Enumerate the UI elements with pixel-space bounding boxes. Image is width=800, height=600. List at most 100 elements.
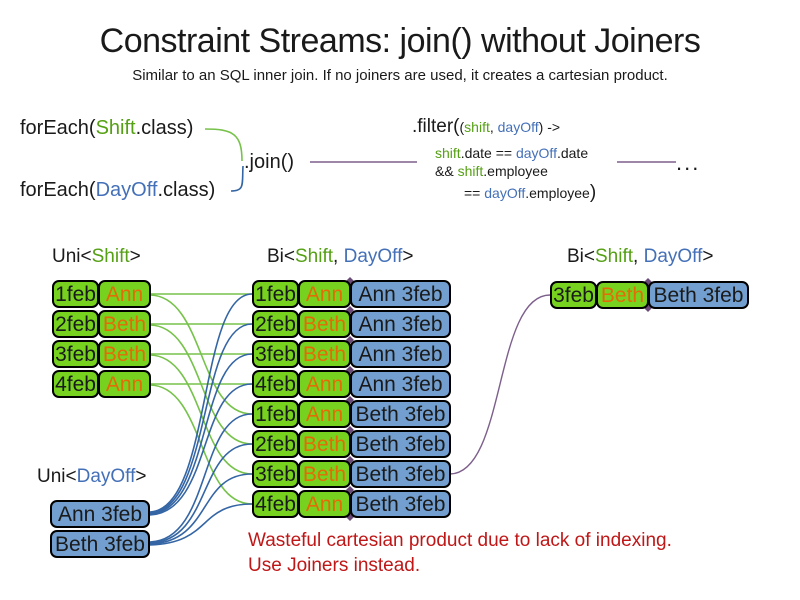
uni-dayoff-header: Uni<DayOff>: [37, 466, 147, 488]
join-brace-lines: [204, 128, 244, 192]
dayoff-cell: Ann 3feb: [350, 370, 451, 398]
shift-date-cell: 4feb: [52, 370, 99, 398]
shift-date-cell: 4feb: [252, 490, 299, 518]
join-result-connector: [310, 161, 676, 475]
bi-header-post: >: [402, 246, 414, 267]
bi-header-pre: Bi<: [267, 246, 295, 267]
shift-employee-cell: Ann: [98, 280, 151, 308]
uni-dayoff-header-pre: Uni<: [37, 466, 77, 487]
filter-line-2: shift.date == dayOff.date: [435, 144, 596, 162]
bi-header-post: >: [702, 246, 714, 267]
bi-joined-header: Bi<Shift, DayOff>: [567, 246, 713, 268]
uni-dayoff-row: Beth 3feb: [50, 530, 150, 558]
shift-employee-cell: Ann: [298, 490, 351, 518]
filter-open: .filter(: [412, 116, 460, 137]
shift-date-cell: 4feb: [252, 370, 299, 398]
foreach-shift-prefix: forEach(: [20, 117, 96, 139]
filter-params-open: (: [459, 119, 465, 135]
dayoff-cell: Beth 3feb: [350, 460, 451, 488]
filter-l2-dayoff: dayOff: [515, 145, 557, 161]
dayoff-cell: Beth 3feb: [648, 281, 749, 309]
shift-connector-lines: [149, 293, 253, 505]
shift-employee-cell: Beth: [98, 310, 151, 338]
shift-date-cell: 3feb: [550, 281, 597, 309]
shift-class-name: Shift: [95, 117, 136, 139]
cartesian-ellipsis: ...: [676, 150, 701, 175]
uni-shift-header-pre: Uni<: [52, 246, 92, 267]
dayoff-cell: Ann 3feb: [350, 280, 451, 308]
filter-l3-and: &&: [435, 163, 458, 179]
filter-l3-end: .employee: [483, 163, 548, 179]
shift-date-cell: 2feb: [52, 310, 99, 338]
shift-date-cell: 2feb: [252, 430, 299, 458]
shift-date-cell: 3feb: [252, 460, 299, 488]
bi-header-sep: ,: [633, 246, 644, 267]
filter-param-shift: shift: [464, 119, 490, 135]
subtitle: Similar to an SQL inner join. If no join…: [132, 67, 668, 84]
filter-l3-shift: shift: [457, 163, 484, 179]
dayoff-cell: Beth 3feb: [350, 400, 451, 428]
dayoff-cell: Ann 3feb: [350, 310, 451, 338]
shift-date-cell: 3feb: [52, 340, 99, 368]
filter-line-4: == dayOff.employee): [464, 183, 596, 203]
filter-l4-dayoff: dayOff: [484, 185, 526, 201]
filter-l2-end: .date: [556, 145, 589, 161]
shift-date-cell: 1feb: [252, 400, 299, 428]
bi-header-sep: ,: [333, 246, 344, 267]
shift-date-cell: 2feb: [252, 310, 299, 338]
filter-code-block: .filter((shift, dayOff) -> shift.date ==…: [412, 115, 596, 203]
shift-employee-cell: Beth: [298, 310, 351, 338]
shift-employee-cell: Beth: [298, 340, 351, 368]
filter-l2-shift: shift: [435, 145, 461, 161]
bi-header-dayoff: DayOff: [343, 246, 403, 267]
uni-shift-header-post: >: [129, 246, 141, 267]
filter-l4-close: ): [589, 182, 597, 203]
shift-employee-cell: Beth: [596, 281, 649, 309]
dayoff-class-name: DayOff: [95, 179, 158, 201]
filter-param-dayoff: dayOff: [497, 119, 539, 135]
filter-params-close: ) ->: [538, 119, 561, 135]
filter-l4-eq: ==: [464, 185, 485, 201]
filter-line-1: .filter((shift, dayOff) ->: [412, 115, 596, 139]
dayoff-connector-lines: [149, 293, 253, 546]
dayoff-cell: Ann 3feb: [350, 340, 451, 368]
warning-line-2: Use Joiners instead.: [248, 555, 421, 576]
shift-employee-cell: Ann: [298, 370, 351, 398]
shift-date-cell: 1feb: [252, 280, 299, 308]
shift-employee-cell: Ann: [298, 400, 351, 428]
bi-header-shift: Shift: [595, 246, 634, 267]
shift-employee-cell: Beth: [298, 430, 351, 458]
join-label: .join(): [244, 151, 295, 173]
bi-cartesian-header: Bi<Shift, DayOff>: [267, 246, 413, 268]
foreach-dayoff-suffix: .class): [157, 179, 216, 201]
bi-header-dayoff: DayOff: [643, 246, 703, 267]
dayoff-cell: Beth 3feb: [350, 430, 451, 458]
uni-dayoff-row: Ann 3feb: [50, 500, 150, 528]
filter-line-3: && shift.employee: [435, 162, 596, 180]
uni-shift-header: Uni<Shift>: [52, 246, 141, 268]
uni-dayoff-header-post: >: [135, 466, 147, 487]
dayoff-cell: Beth 3feb: [350, 490, 451, 518]
bi-header-shift: Shift: [295, 246, 334, 267]
dayoff-cell: Beth 3feb: [50, 530, 150, 558]
shift-employee-cell: Beth: [298, 460, 351, 488]
shift-employee-cell: Ann: [98, 370, 151, 398]
foreach-dayoff-code: forEach(DayOff.class): [20, 179, 215, 202]
foreach-shift-suffix: .class): [135, 117, 194, 139]
filter-param-sep: ,: [489, 119, 498, 135]
uni-dayoff-header-name: DayOff: [76, 466, 136, 487]
foreach-shift-code: forEach(Shift.class): [20, 117, 193, 140]
